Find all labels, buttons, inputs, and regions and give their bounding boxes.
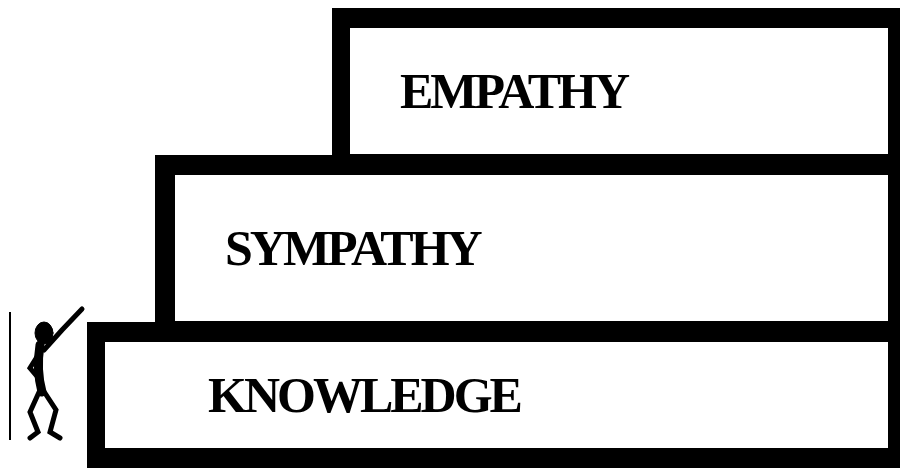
- step-label: SYMPATHY: [225, 223, 480, 273]
- stick-figure: [30, 309, 82, 438]
- stair-step-box: EMPATHY: [332, 8, 900, 160]
- stair-step-box: KNOWLEDGE: [87, 322, 900, 468]
- margin-line: [9, 312, 11, 440]
- step-label: KNOWLEDGE: [208, 370, 520, 420]
- step-label: EMPATHY: [400, 66, 627, 116]
- stair-step-box: SYMPATHY: [155, 155, 900, 325]
